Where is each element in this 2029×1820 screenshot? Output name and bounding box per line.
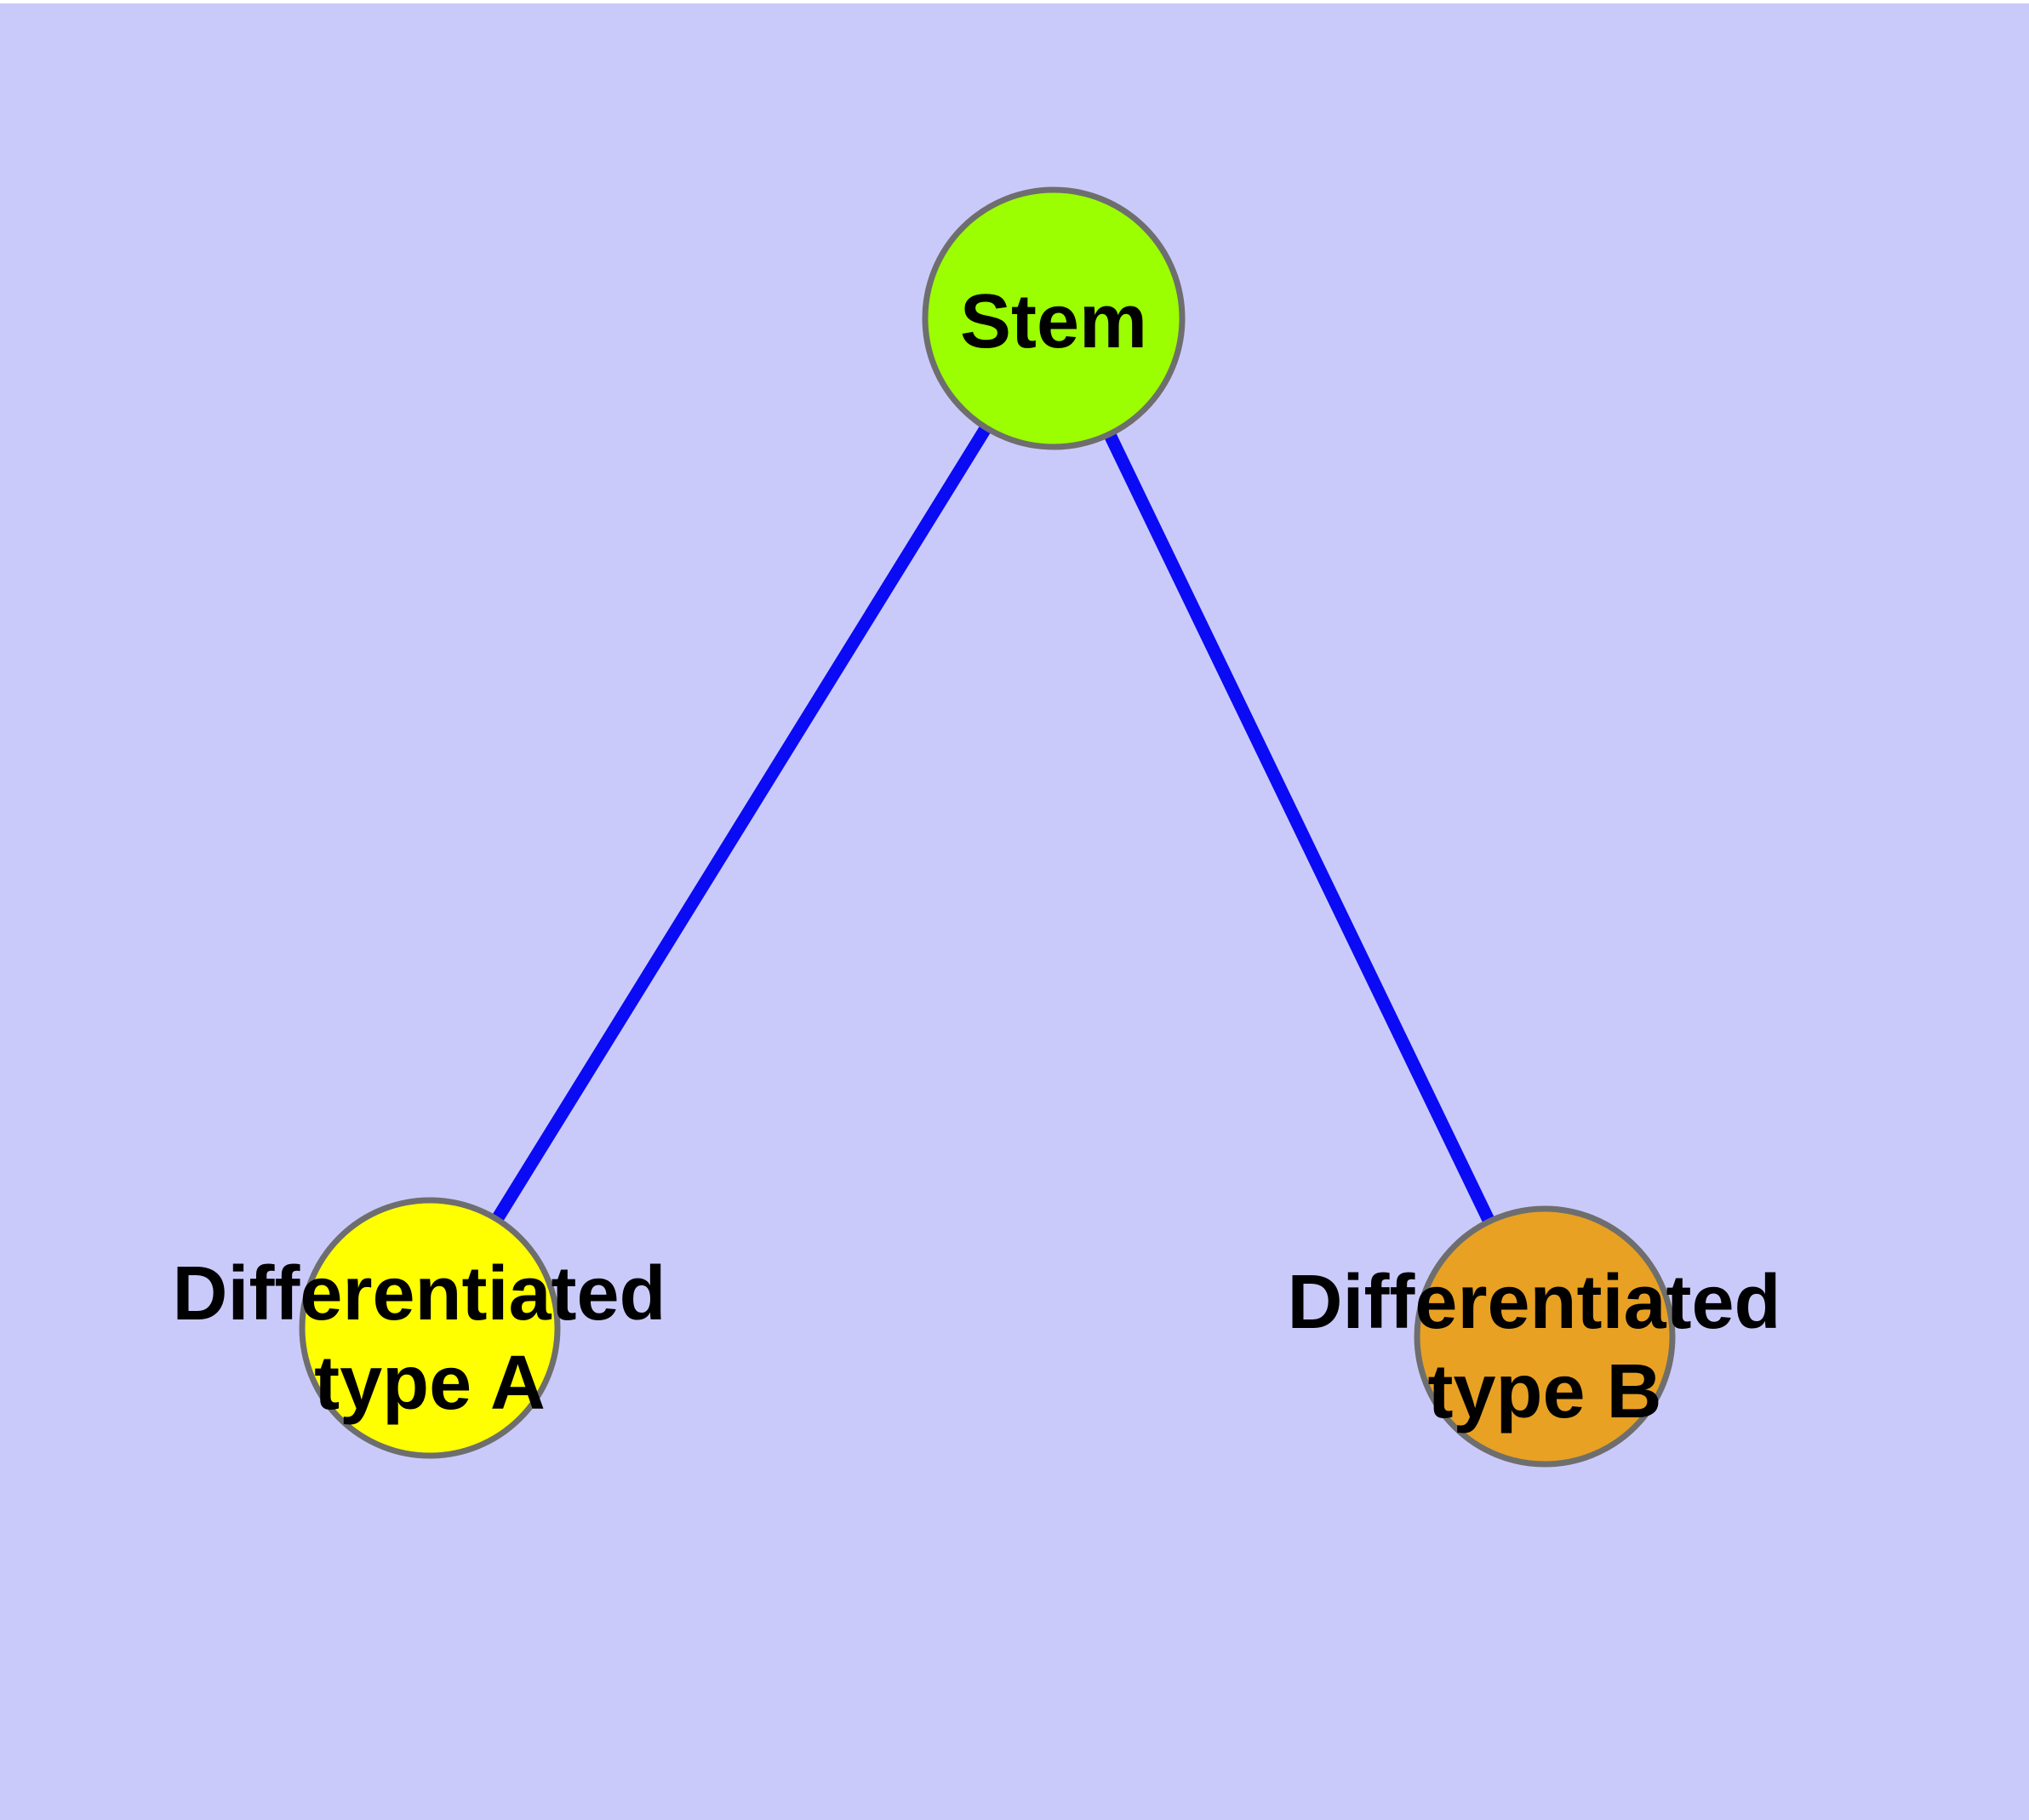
- node-type-a[interactable]: [299, 1197, 561, 1459]
- node-type-b-label-line2: type B: [1427, 1349, 1661, 1434]
- node-type-b-label: Differentiated type B: [1287, 1260, 1802, 1434]
- node-type-a-label: Differentiated type A: [172, 1251, 687, 1426]
- node-stem-label: Stem: [960, 279, 1147, 364]
- node-type-a-label-line1: Differentiated: [172, 1251, 666, 1336]
- edge-stem-to-type-a[interactable]: [424, 315, 1060, 1331]
- node-stem[interactable]: [922, 186, 1186, 450]
- node-type-b[interactable]: [1414, 1205, 1676, 1468]
- node-type-a-label-line2: type A: [314, 1341, 546, 1426]
- node-type-b-label-line1: Differentiated: [1287, 1260, 1780, 1345]
- edge-stem-to-type-b[interactable]: [1048, 315, 1551, 1340]
